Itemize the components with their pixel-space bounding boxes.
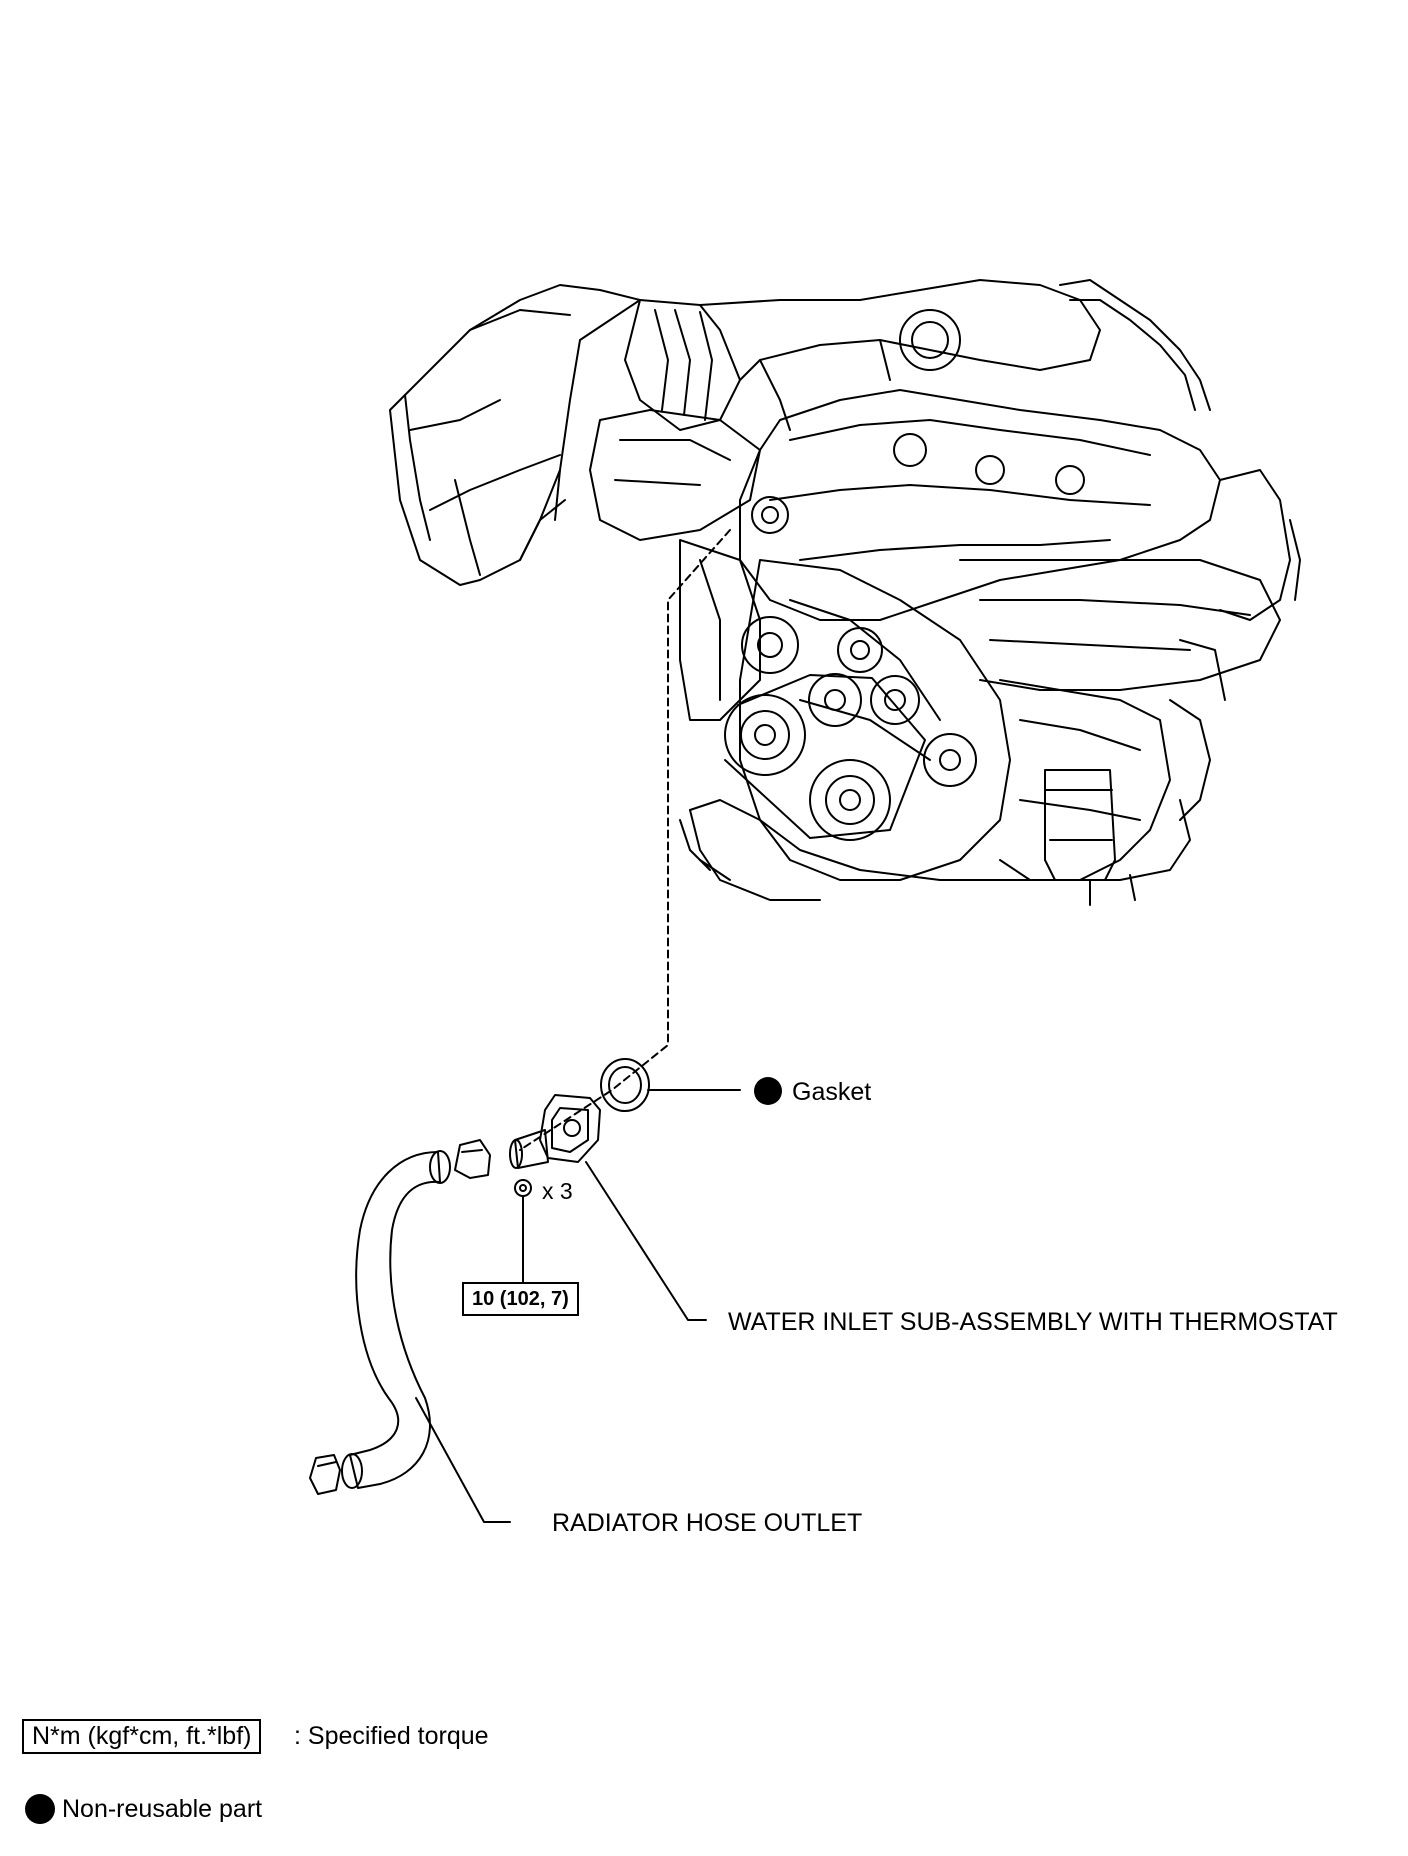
- gasket-ring: [600, 1058, 650, 1112]
- radiator-hose: [349, 1151, 441, 1489]
- engine-illustration: [389, 279, 1301, 906]
- exploded-parts: [309, 529, 741, 1523]
- water-inlet-leader: [585, 1161, 707, 1321]
- water-inlet-label: WATER INLET SUB-ASSEMBLY WITH THERMOSTAT: [728, 1308, 1338, 1336]
- hose-clamp-upper: [454, 1139, 491, 1179]
- radiator-hose-leader: [415, 1397, 511, 1523]
- alignment-line: [519, 529, 731, 1151]
- legend-torque-box: N*m (kgf*cm, ft.*lbf): [22, 1719, 262, 1754]
- hose-clamp-lower: [309, 1454, 341, 1495]
- non-reusable-dot-icon: [754, 1077, 782, 1105]
- radiator-hose-label: RADIATOR HOSE OUTLET: [552, 1509, 863, 1537]
- legend-non-reusable-label: Non-reusable part: [62, 1795, 263, 1823]
- torque-spec-box: 10 (102, 7): [462, 1282, 579, 1316]
- water-inlet: [539, 1094, 601, 1163]
- gasket-label: Gasket: [792, 1078, 872, 1106]
- legend-torque-desc: : Specified torque: [294, 1722, 489, 1750]
- bolt-count-label: x 3: [542, 1178, 573, 1204]
- legend-non-reusable-dot-icon: [25, 1794, 55, 1824]
- bolt-icon: [514, 1179, 532, 1197]
